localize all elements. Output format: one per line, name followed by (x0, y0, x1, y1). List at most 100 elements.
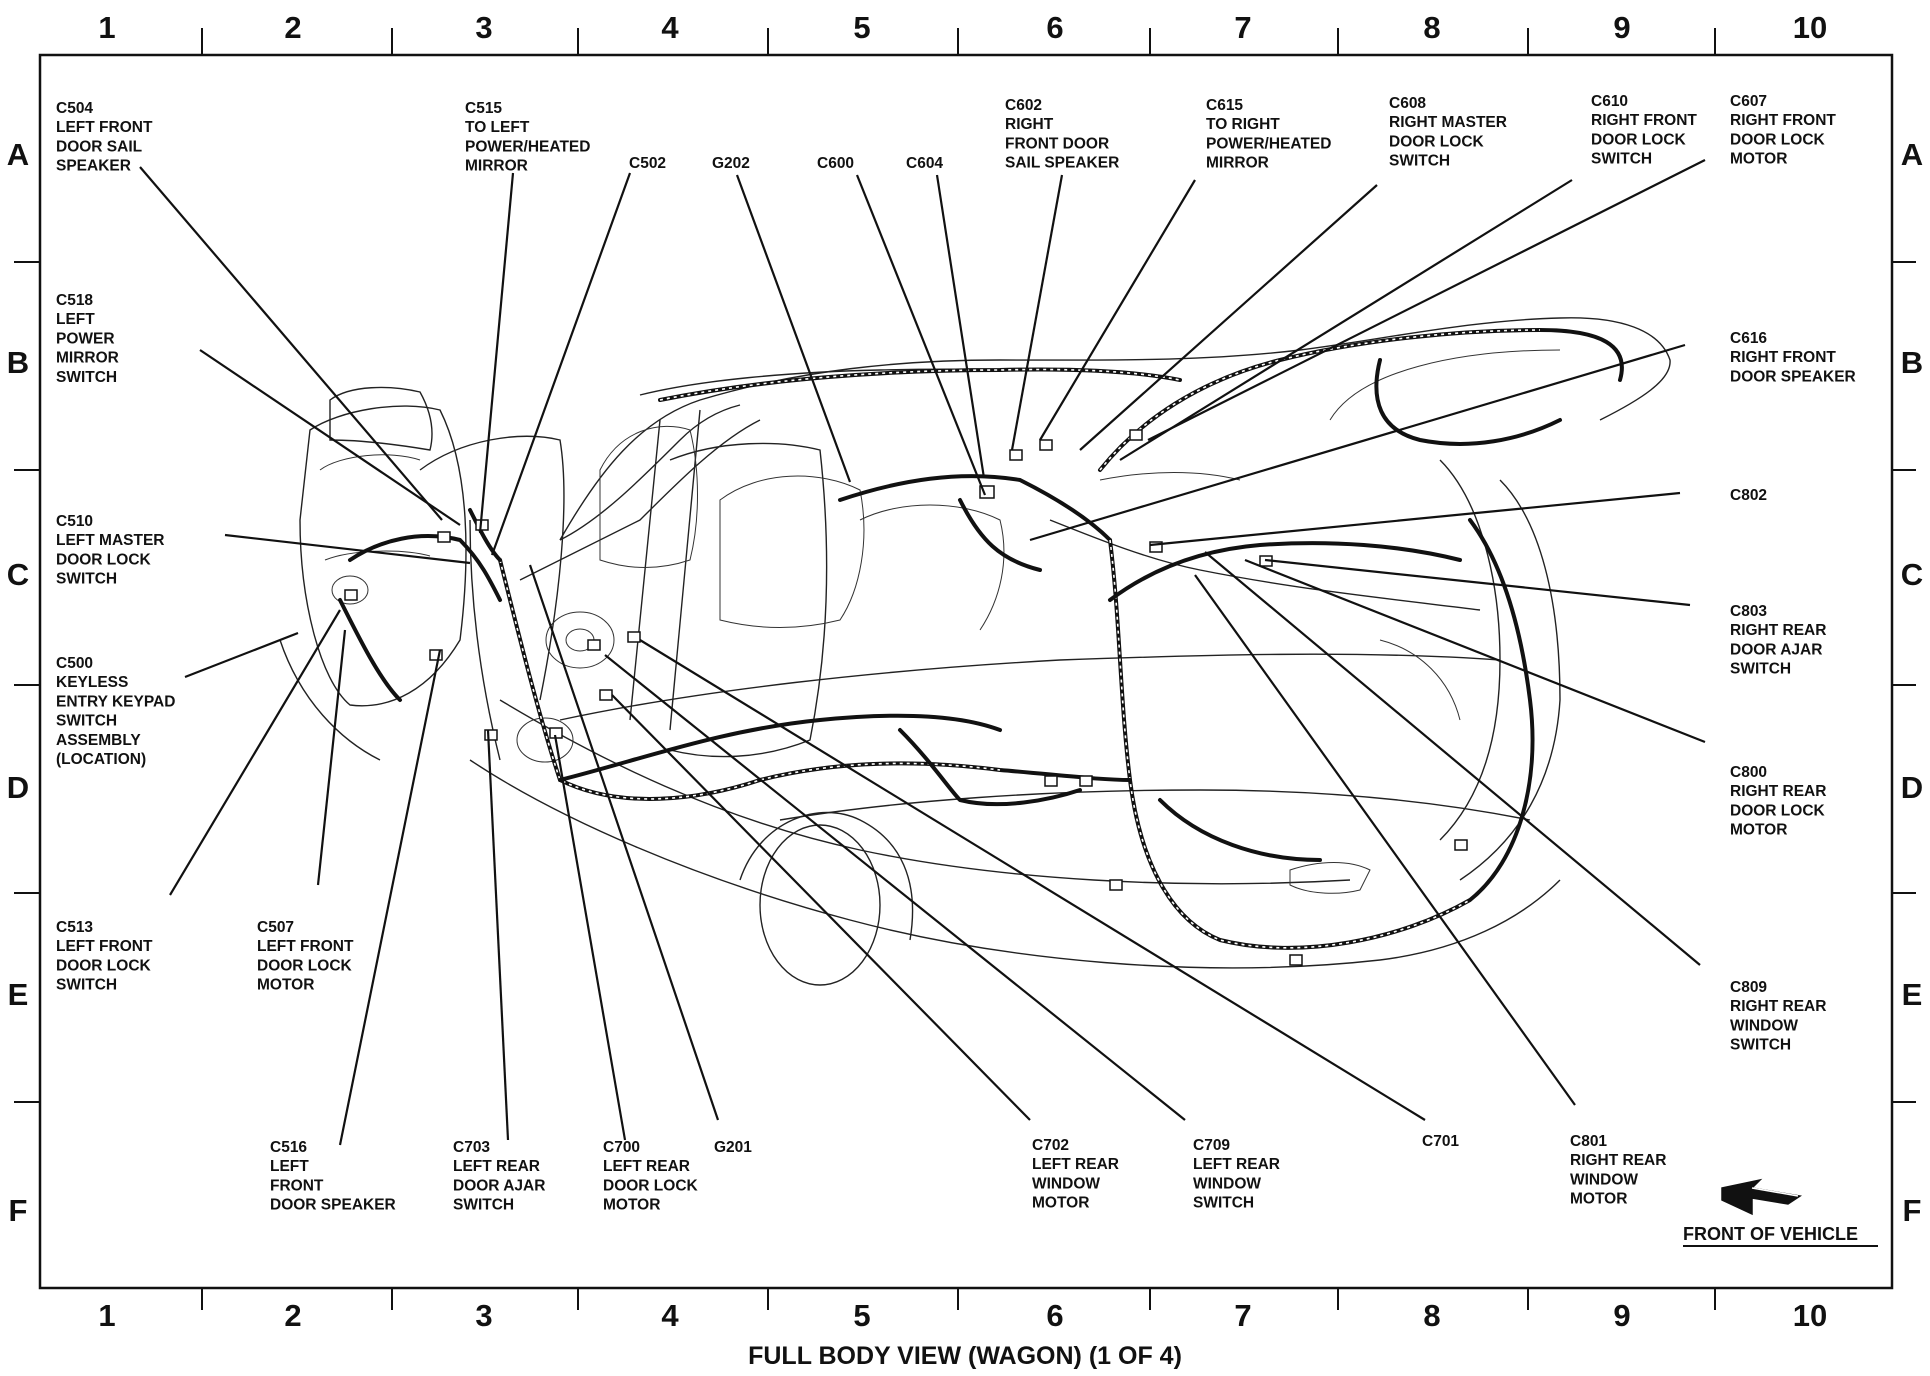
label-c809-line: WINDOW (1730, 1017, 1798, 1034)
label-c510-line: LEFT MASTER (56, 532, 165, 549)
label-c702-line: C702 (1032, 1137, 1069, 1154)
grid-row-right-B: B (1901, 345, 1923, 380)
label-c709-line: LEFT REAR (1193, 1156, 1280, 1173)
grid-column-bottom-9: 9 (1613, 1298, 1630, 1333)
label-c502: C502 (629, 155, 666, 172)
label-c703-line: SWITCH (453, 1197, 514, 1214)
label-c604-line: C604 (906, 155, 943, 172)
label-c801-line: MOTOR (1570, 1191, 1627, 1208)
grid-column-top-10: 10 (1793, 10, 1827, 45)
grid-column-top-4: 4 (661, 10, 679, 45)
label-c513-line: DOOR LOCK (56, 957, 152, 974)
label-c500-line: C500 (56, 655, 93, 672)
label-c703-line: DOOR AJAR (453, 1177, 545, 1194)
label-c500-line: ENTRY KEYPAD (56, 693, 175, 710)
label-c515-line: MIRROR (465, 158, 528, 175)
label-c608-line: SWITCH (1389, 153, 1450, 170)
label-c803-line: RIGHT REAR (1730, 622, 1826, 639)
label-c504-line: LEFT FRONT (56, 119, 153, 136)
grid-row-right-F: F (1903, 1193, 1922, 1228)
label-c701: C701 (1422, 1133, 1459, 1150)
label-c516-line: LEFT (270, 1158, 309, 1175)
label-c608-line: RIGHT MASTER (1389, 114, 1507, 131)
grid-column-top-6: 6 (1046, 10, 1063, 45)
label-c616-line: RIGHT FRONT (1730, 349, 1836, 366)
label-c504-line: C504 (56, 100, 93, 117)
front-arrow-icon (1721, 1178, 1802, 1216)
label-c610-line: C610 (1591, 93, 1628, 110)
grid-row-right-C: C (1901, 557, 1923, 592)
label-c515-line: TO LEFT (465, 119, 530, 136)
label-c607-line: DOOR LOCK (1730, 131, 1826, 148)
grid-row-left-D: D (7, 770, 29, 805)
label-c518-line: POWER (56, 330, 115, 347)
label-c602-line: RIGHT (1005, 116, 1054, 133)
diagram-frame (38, 53, 1894, 1290)
grid-column-bottom-4: 4 (661, 1298, 679, 1333)
label-c702-line: MOTOR (1032, 1195, 1089, 1212)
label-c616-line: C616 (1730, 330, 1767, 347)
label-c709-line: SWITCH (1193, 1195, 1254, 1212)
label-c610-line: RIGHT FRONT (1591, 112, 1697, 129)
label-c602-line: SAIL SPEAKER (1005, 155, 1119, 172)
label-g201-line: G201 (714, 1139, 752, 1156)
label-c500-line: KEYLESS (56, 674, 128, 691)
label-c607-line: MOTOR (1730, 151, 1787, 168)
label-c615-line: POWER/HEATED (1206, 135, 1331, 152)
label-c701-line: C701 (1422, 1133, 1459, 1150)
label-c510-line: SWITCH (56, 571, 117, 588)
grid-row-left-C: C (7, 557, 29, 592)
grid-column-top-5: 5 (853, 10, 870, 45)
grid-column-top-7: 7 (1234, 10, 1251, 45)
label-c518-line: MIRROR (56, 350, 119, 367)
grid-row-left-A: A (7, 137, 29, 172)
label-c809-line: C809 (1730, 979, 1767, 996)
label-c516-line: DOOR SPEAKER (270, 1197, 396, 1214)
label-g202: G202 (712, 155, 750, 172)
label-c809-line: SWITCH (1730, 1037, 1791, 1054)
label-c500-line: SWITCH (56, 713, 117, 730)
label-c700-line: LEFT REAR (603, 1158, 690, 1175)
label-c504-line: SPEAKER (56, 158, 131, 175)
label-c507-line: DOOR LOCK (257, 957, 353, 974)
label-c518-line: LEFT (56, 311, 95, 328)
grid-column-bottom-1: 1 (98, 1298, 115, 1333)
label-c610-line: DOOR LOCK (1591, 131, 1687, 148)
label-c513-line: LEFT FRONT (56, 938, 153, 955)
grid-column-bottom-10: 10 (1793, 1298, 1827, 1333)
label-c507-line: LEFT FRONT (257, 938, 354, 955)
label-c518-line: C518 (56, 292, 93, 309)
grid-column-bottom-8: 8 (1423, 1298, 1440, 1333)
leader-lines (139, 159, 1706, 1146)
label-c510-line: C510 (56, 513, 93, 530)
grid-column-bottom-5: 5 (853, 1298, 870, 1333)
label-c604: C604 (906, 155, 943, 172)
grid-row-right-A: A (1901, 137, 1923, 172)
label-c516-line: C516 (270, 1139, 307, 1156)
label-c800-line: RIGHT REAR (1730, 783, 1826, 800)
label-c518-line: SWITCH (56, 369, 117, 386)
label-c801-line: WINDOW (1570, 1171, 1638, 1188)
grid-row-right-E: E (1902, 977, 1923, 1012)
grid-row-left-E: E (8, 977, 29, 1012)
grid-column-bottom-6: 6 (1046, 1298, 1063, 1333)
label-c800-line: DOOR LOCK (1730, 802, 1826, 819)
label-c615-line: TO RIGHT (1206, 116, 1280, 133)
label-c803-line: C803 (1730, 603, 1767, 620)
front-of-vehicle-indicator: FRONT OF VEHICLE (1683, 1178, 1878, 1247)
label-c513-line: SWITCH (56, 977, 117, 994)
label-c802: C802 (1730, 487, 1767, 504)
